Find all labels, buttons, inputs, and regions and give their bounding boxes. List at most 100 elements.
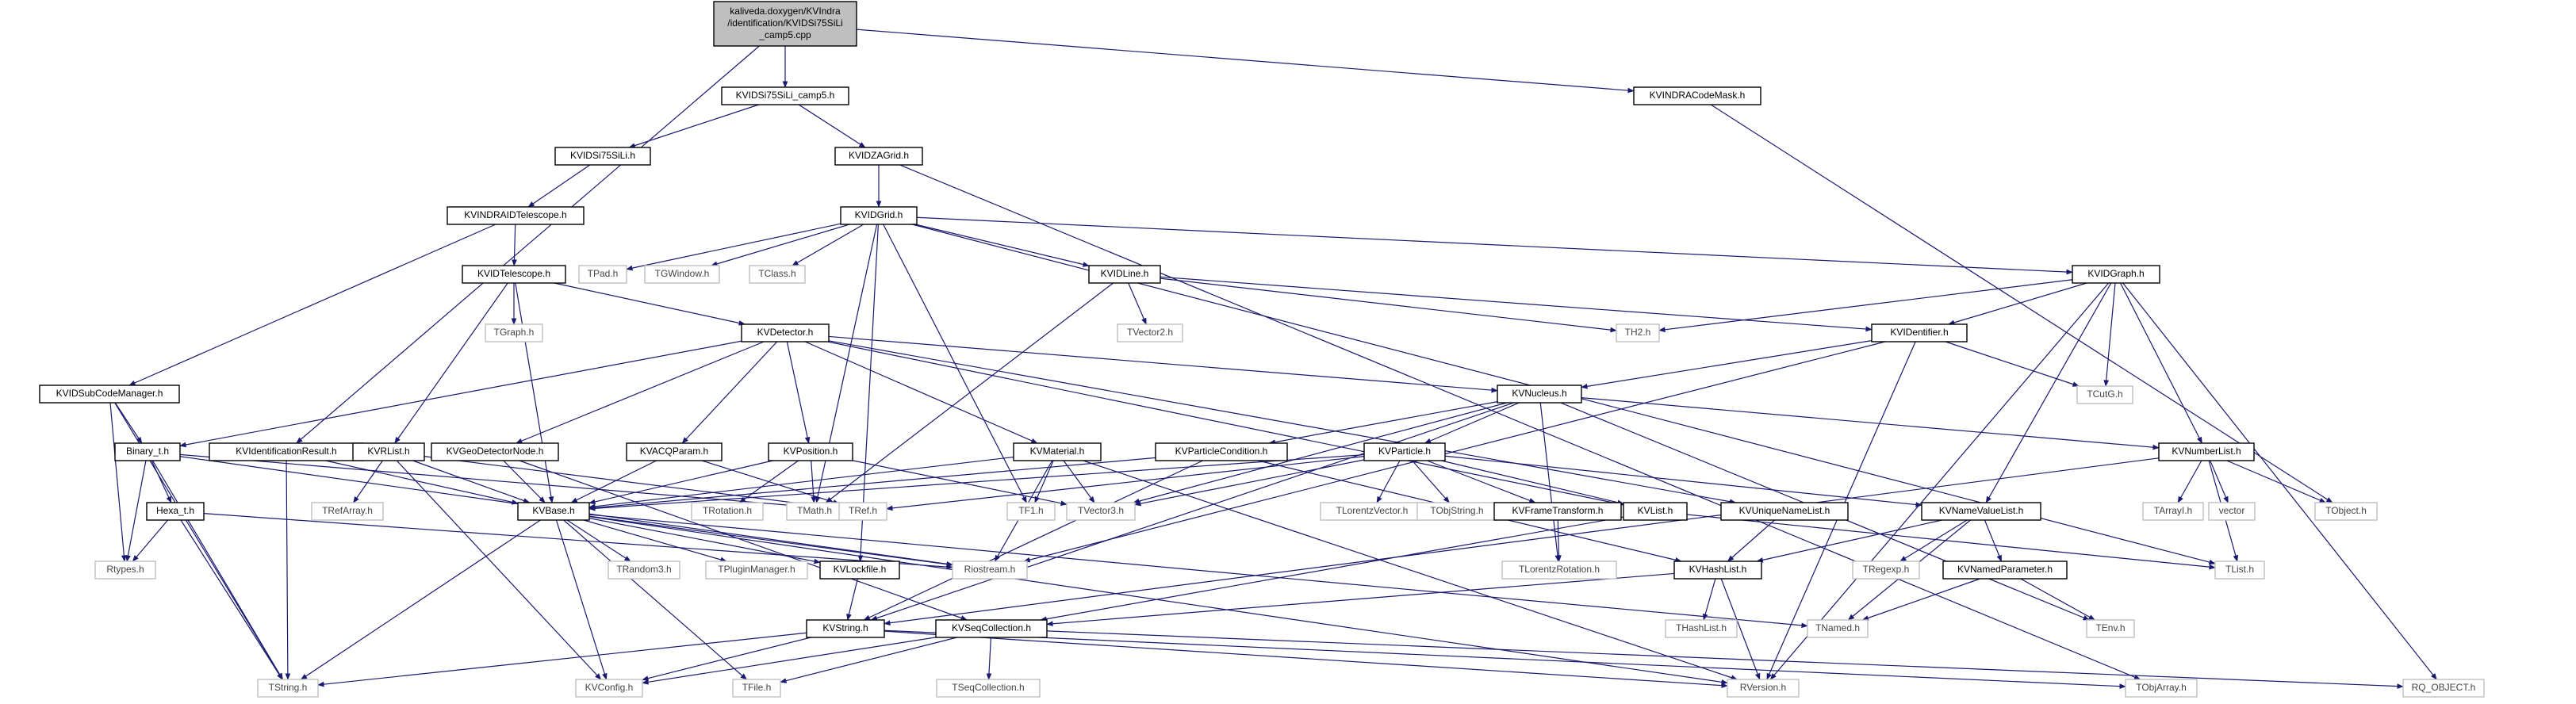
edge-kvparticle-to-kvframe-transform <box>1427 460 1536 503</box>
edge-kvparticle-to-tref <box>886 456 1365 511</box>
node-kvhash-list[interactable]: KVHashList.h <box>1673 561 1762 580</box>
edge-kvgeo-detector-node-to-kvbase <box>503 460 546 503</box>
node-label: KVList.h <box>1638 505 1673 516</box>
node-label: TObjString.h <box>1430 505 1483 516</box>
edge-kvname-value-list-to-tregexp <box>1899 519 1968 562</box>
node-kvnamed-parameter[interactable]: KVNamedParameter.h <box>1942 561 2068 580</box>
node-kvidzagrid[interactable]: KVIDZAGrid.h <box>834 147 923 166</box>
node-tobj-string: TObjString.h <box>1416 502 1497 521</box>
node-label: Riostream.h <box>964 564 1016 575</box>
node-label: KVIDLine.h <box>1101 268 1149 279</box>
node-kvlist[interactable]: KVList.h <box>1623 502 1688 521</box>
node-label: KVHashList.h <box>1689 564 1747 575</box>
edge-kvidgrid-to-kvidgraph <box>916 216 2073 275</box>
edge-kvnucleus-to-tvector3 <box>1133 402 1508 504</box>
node-vector: vector <box>2208 502 2256 521</box>
edge-kvdetector-to-kvlist <box>827 341 1624 507</box>
node-kvlockfile[interactable]: KVLockfile.h <box>819 561 900 580</box>
node-kvparticle[interactable]: KVParticle.h <box>1363 442 1446 461</box>
node-kvidtelescope[interactable]: KVIDTelescope.h <box>462 265 566 284</box>
nodes-layer: kaliveda.doxygen/KVIndra/identification/… <box>39 1 2485 698</box>
node-label: vector <box>2219 505 2245 516</box>
node-kvrlist[interactable]: KVRList.h <box>352 442 425 461</box>
node-box <box>2208 502 2256 521</box>
node-kvgeo-detector-node[interactable]: KVGeoDetectorNode.h <box>431 442 559 461</box>
node-kvmaterial[interactable]: KVMaterial.h <box>1013 442 1102 461</box>
node-box <box>431 442 559 461</box>
node-kvbase[interactable]: KVBase.h <box>517 502 590 521</box>
node-kvidgraph[interactable]: KVIDGraph.h <box>2072 265 2160 284</box>
edge-kvidgrid-to-tclass <box>792 224 864 266</box>
node-box <box>1623 502 1688 521</box>
node-kvidsi75-si-li-camp5[interactable]: KVIDSi75SiLi_camp5.h <box>721 86 849 105</box>
edge-kvseq-collection-to-kvconfig <box>642 637 937 685</box>
node-root[interactable]: kaliveda.doxygen/KVIndra/identification/… <box>713 1 857 47</box>
node-box <box>352 442 425 461</box>
node-kvidgrid[interactable]: KVIDGrid.h <box>840 206 918 225</box>
edge-kvstring-to-rversion <box>884 630 1728 688</box>
edge-kvidgraph-to-kvnumber-list <box>2120 282 2202 444</box>
edges-layer <box>109 29 2437 689</box>
node-label: TRandom3.h <box>616 564 671 575</box>
node-label: KVINDRACodeMask.h <box>1650 90 1746 101</box>
edge-kvhash-list-to-thash-list <box>1702 578 1716 621</box>
node-tobj-array: TObjArray.h <box>2125 679 2198 698</box>
node-kvparticle-condition[interactable]: KVParticleCondition.h <box>1155 442 1288 461</box>
node-label: KVGeoDetectorNode.h <box>447 446 544 457</box>
node-kvidline[interactable]: KVIDLine.h <box>1088 265 1161 284</box>
node-box <box>2402 679 2485 698</box>
node-kvidentification-result[interactable]: KVIdentificationResult.h <box>209 442 364 461</box>
node-label: KVNumberList.h <box>2172 446 2241 457</box>
node-kvindracode-mask[interactable]: KVINDRACodeMask.h <box>1633 86 1761 105</box>
node-label: TLorentzVector.h <box>1336 505 1409 516</box>
node-box <box>146 502 205 521</box>
node-riostream: Riostream.h <box>952 561 1028 580</box>
edge-kvidentification-result-to-kvbase <box>325 460 519 505</box>
node-label: RVersion.h <box>1740 682 1786 693</box>
edge-kvidline-to-tmath <box>825 282 1114 503</box>
node-rq-object: RQ_OBJECT.h <box>2402 679 2485 698</box>
node-kvidentifier[interactable]: KVIDentifier.h <box>1871 323 1968 342</box>
node-label: KVBase.h <box>532 505 574 516</box>
edge-kvdetector-to-kvacqparam <box>681 341 778 444</box>
node-box <box>741 323 830 342</box>
node-tlorentz-rotation: TLorentzRotation.h <box>1501 561 1617 580</box>
node-binary-t[interactable]: Binary_t.h <box>114 442 181 461</box>
node-hexa-t[interactable]: Hexa_t.h <box>146 502 205 521</box>
edge-kvidentification-result-to-tstring <box>285 460 291 680</box>
node-kvstring[interactable]: KVString.h <box>806 619 885 638</box>
node-kvnucleus[interactable]: KVNucleus.h <box>1497 385 1582 404</box>
node-label: TVector3.h <box>1078 505 1124 516</box>
node-label: Rtypes.h <box>106 564 144 575</box>
edge-kvidentifier-to-kvnucleus <box>1581 340 1873 389</box>
edge-kvlist-to-tlist <box>1686 514 2216 570</box>
node-kvacqparam[interactable]: KVACQParam.h <box>626 442 723 461</box>
node-kvposition[interactable]: KVPosition.h <box>768 442 853 461</box>
edge-hexa-t-to-tstring <box>180 519 283 680</box>
node-kvname-value-list[interactable]: KVNameValueList.h <box>1921 502 2041 521</box>
edge-binary-t-to-tstring <box>152 460 283 680</box>
edge-root-to-kvindracode-mask <box>856 29 1635 94</box>
node-tpad: TPad.h <box>578 265 627 284</box>
node-kvnumber-list[interactable]: KVNumberList.h <box>2158 442 2255 461</box>
node-tlist: TList.h <box>2214 561 2265 580</box>
node-box <box>806 619 885 638</box>
node-box <box>1942 561 2068 580</box>
node-kvunique-name-list[interactable]: KVUniqueNameList.h <box>1720 502 1849 521</box>
edge-kvidentifier-to-riostream <box>1023 341 1886 563</box>
node-box <box>840 206 918 225</box>
edge-kvposition-to-kvbase <box>588 460 773 505</box>
node-box <box>705 561 808 580</box>
edge-kvidentifier-to-tcut-g <box>1945 341 2080 387</box>
edge-kvidsub-code-manager-to-rtypes <box>109 402 127 562</box>
node-kvidsub-code-manager[interactable]: KVIDSubCodeManager.h <box>39 385 180 404</box>
edge-kvrlist-to-tref-array <box>353 460 383 503</box>
node-box <box>1155 442 1288 461</box>
node-kvdetector[interactable]: KVDetector.h <box>741 323 830 342</box>
node-kvidsi75-si-li[interactable]: KVIDSi75SiLi.h <box>554 147 651 166</box>
node-kvseq-collection[interactable]: KVSeqCollection.h <box>935 619 1048 638</box>
edge-kvidzagrid-to-tobj-array <box>899 164 2141 680</box>
node-tenv: TEnv.h <box>2086 619 2135 638</box>
node-kvframe-transform[interactable]: KVFrameTransform.h <box>1493 502 1622 521</box>
node-kvindraidtelescope[interactable]: KVINDRAIDTelescope.h <box>447 206 585 225</box>
